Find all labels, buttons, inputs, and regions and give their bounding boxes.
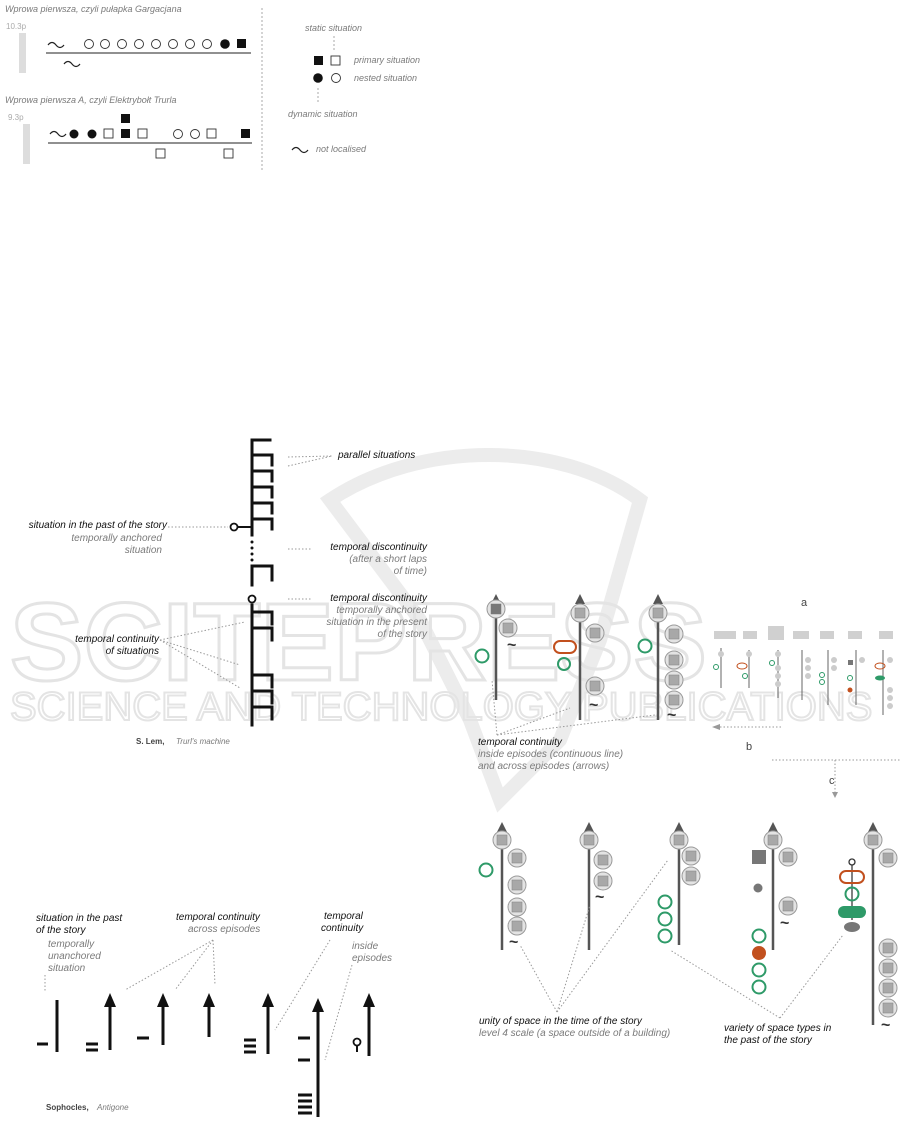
soph-past-3: temporally: [48, 939, 95, 950]
story1-length: 10.3p: [6, 22, 27, 31]
soph-past-4: unanchored: [48, 951, 101, 962]
lower-column-4: [751, 822, 798, 995]
tilde-2: ~: [589, 697, 598, 714]
soph-inside-2: continuity: [321, 923, 364, 934]
right-tc-1: temporal continuity: [478, 737, 562, 748]
lem-disc2-1: temporal discontinuity: [330, 593, 427, 604]
label-c: c: [829, 775, 835, 787]
not-localised-icon: [63, 60, 81, 68]
right-variety-2: the past of the story: [724, 1035, 812, 1046]
right-unity-1: unity of space in the time of the story: [479, 1016, 642, 1027]
legend-dynamic: dynamic situation: [288, 109, 358, 119]
legend-primary: primary situation: [354, 55, 421, 65]
overview-a: [714, 626, 893, 640]
svg-text:~: ~: [881, 1017, 890, 1034]
lem-work: Trurl's machine: [176, 737, 230, 746]
upper-episode-3: [637, 594, 684, 720]
right-tc-2: inside episodes (continuous line): [478, 749, 624, 760]
soph-past-2: of the story: [36, 925, 86, 936]
tilde-3: ~: [667, 707, 676, 724]
lem-past-2: temporally anchored: [71, 533, 162, 544]
lem-cont-1: temporal continuity: [75, 634, 159, 645]
right-unity-2: level 4 scale (a space outside of a buil…: [479, 1028, 671, 1039]
svg-text:~: ~: [780, 915, 789, 932]
lem-disc1-3: of time): [393, 566, 427, 577]
story1-length-bar: [19, 33, 26, 73]
svg-text:~: ~: [595, 889, 604, 906]
lower-column-1: [478, 822, 527, 950]
soph-inside-3: inside: [352, 941, 379, 952]
story2-length-bar: [23, 124, 30, 164]
story2-title: Wprowa pierwsza A, czyli Elektrybołt Tru…: [5, 95, 177, 105]
soph-across-1: temporal continuity: [176, 912, 260, 923]
soph-inside-4: episodes: [352, 953, 393, 964]
label-b: b: [746, 741, 753, 753]
lem-cont-2: of situations: [105, 646, 159, 657]
tilde-1: ~: [507, 637, 516, 654]
lower-column-3: [657, 822, 701, 945]
story2-length: 9.3p: [8, 113, 24, 122]
lem-disc2-4: of the story: [377, 629, 427, 640]
soph-past-1: situation in the past: [36, 913, 123, 924]
upper-episode-2: [553, 594, 605, 720]
soph-author: Sophocles,: [46, 1103, 89, 1112]
lower-column-5: [838, 822, 898, 1025]
upper-episode-1: [474, 594, 518, 700]
soph-work: Antigone: [97, 1103, 129, 1112]
lem-past-3: situation: [124, 545, 162, 556]
lem-disc2-3: situation in the present: [326, 617, 427, 628]
soph-inside-1: temporal: [324, 911, 363, 922]
soph-across-2: across episodes: [188, 924, 261, 935]
not-localised-icon: [47, 41, 65, 49]
right-tc-3: and across episodes (arrows): [478, 761, 610, 772]
legend-nested: nested situation: [354, 73, 418, 83]
lem-past-1: situation in the past of the story: [28, 520, 167, 531]
svg-text:SCIENCE AND TECHNOLOGY PUBLICA: SCIENCE AND TECHNOLOGY PUBLICATIONS: [10, 685, 872, 729]
lem-author: S. Lem,: [136, 737, 165, 746]
svg-text:~: ~: [509, 934, 518, 951]
legend-not-localised: not localised: [316, 144, 367, 154]
story1-title: Wprowa pierwsza, czyli pułapka Gargacjan…: [5, 4, 182, 14]
label-a: a: [801, 597, 808, 609]
right-variety-1: variety of space types in: [724, 1023, 832, 1034]
legend-static: static situation: [305, 23, 363, 33]
soph-past-5: situation: [48, 963, 86, 974]
lem-parallel: parallel situations: [338, 450, 416, 461]
lem-disc1-2: (after a short laps: [349, 554, 427, 565]
lem-disc2-2: temporally anchored: [336, 605, 427, 616]
top-timelines: [19, 8, 341, 172]
lem-disc1-1: temporal discontinuity: [330, 542, 427, 553]
lower-column-2: [579, 822, 613, 950]
